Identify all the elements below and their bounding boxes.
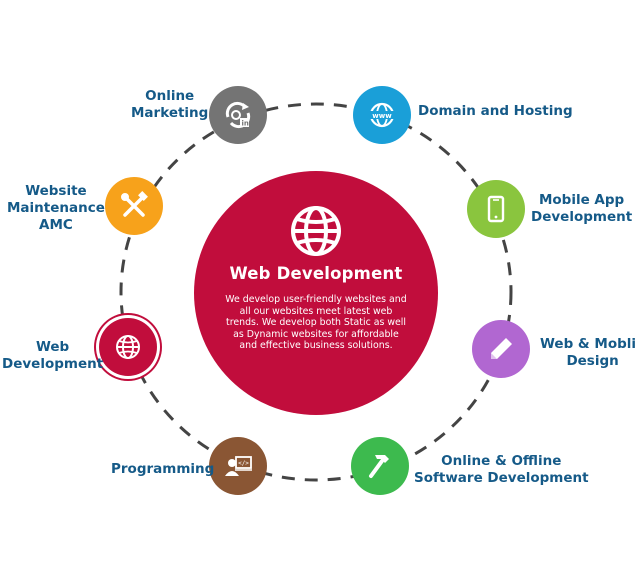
domain-hosting-node[interactable]: www bbox=[353, 86, 411, 144]
mobile-icon bbox=[487, 195, 505, 223]
programming-node[interactable]: </> bbox=[209, 437, 267, 495]
website-maintenance-node[interactable] bbox=[105, 177, 163, 235]
center-description: We develop user-friendly websites and al… bbox=[225, 294, 407, 351]
mobile-app-node[interactable] bbox=[467, 180, 525, 238]
globe-icon bbox=[291, 206, 341, 256]
center-hub: Web Development We develop user-friendly… bbox=[194, 171, 438, 415]
software-dev-node[interactable] bbox=[351, 437, 409, 495]
online-marketing-node[interactable]: in bbox=[209, 86, 267, 144]
svg-text:www: www bbox=[372, 112, 392, 120]
tools-icon bbox=[121, 191, 148, 217]
globe-icon bbox=[116, 335, 140, 359]
center-title: Web Development bbox=[229, 264, 403, 283]
pencil-icon bbox=[491, 338, 512, 359]
marketing-icon: in bbox=[225, 101, 251, 129]
svg-text:</>: </> bbox=[238, 460, 249, 467]
www-icon: www bbox=[368, 102, 396, 128]
hammer-icon bbox=[369, 455, 389, 478]
svg-text:in: in bbox=[242, 120, 249, 128]
web-mobile-design-node[interactable] bbox=[472, 320, 530, 378]
web-development-node[interactable] bbox=[99, 318, 157, 376]
domain-hosting-label: Domain and Hosting bbox=[418, 103, 573, 119]
programming-label: Programming bbox=[111, 461, 215, 477]
programmer-icon: </> bbox=[225, 456, 252, 476]
